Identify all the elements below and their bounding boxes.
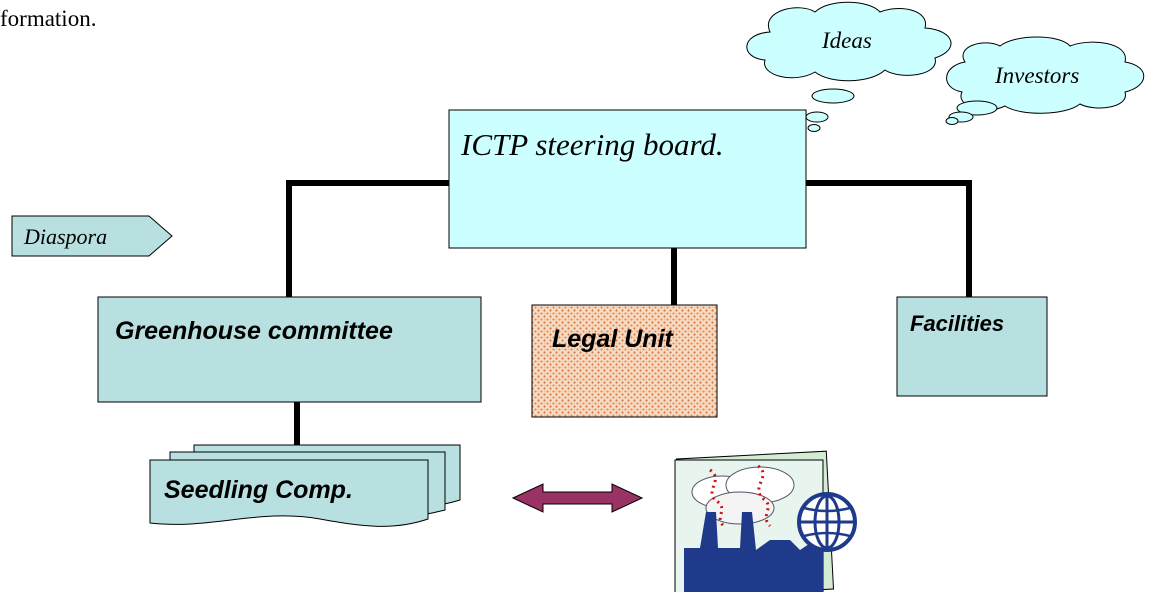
greenhouse-committee-box: Greenhouse committee [97,296,482,403]
diaspora-arrow-shape: Diaspora [11,215,173,257]
diaspora-label: Diaspora [23,224,107,249]
page-text-fragment: formation. [0,6,97,31]
facilities-box: Facilities [896,296,1048,397]
steering-board-label: ICTP steering board. [460,127,724,162]
globe-icon [797,492,857,552]
ideas-thought-cloud: Ideas [746,1,952,132]
steering-board-box: ICTP steering board. [448,109,807,249]
legal-unit-box: Legal Unit [531,304,718,418]
factory-globe-icon [674,450,857,592]
investors-label: Investors [994,63,1079,88]
double-arrow-icon [511,483,644,513]
seedling-comp-stack: Seedling Comp. [149,444,461,527]
ideas-label: Ideas [821,28,872,53]
legal-unit-label: Legal Unit [552,325,675,353]
facilities-label: Facilities [910,311,1004,336]
seedling-comp-label: Seedling Comp. [164,476,353,504]
connector-lines [286,180,972,452]
greenhouse-committee-label: Greenhouse committee [115,317,393,345]
investors-thought-cloud: Investors [945,36,1145,125]
